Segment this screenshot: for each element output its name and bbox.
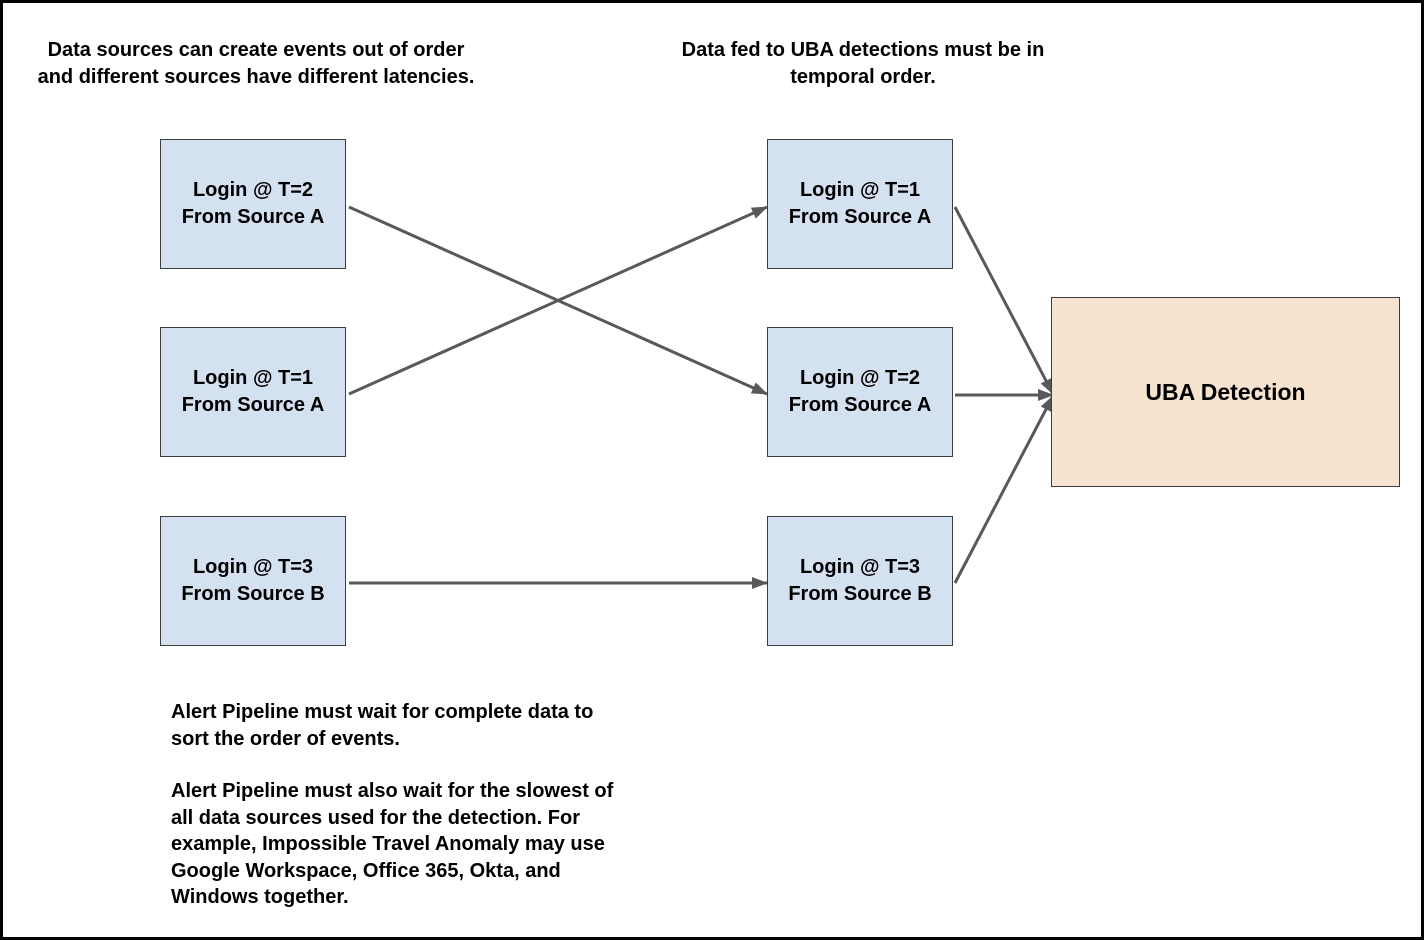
source-event-t3-b: Login @ T=3 From Source B xyxy=(160,516,346,646)
event-time-label: Login @ T=2 xyxy=(799,367,921,389)
event-source-label: From Source A xyxy=(181,394,325,416)
connector-arrows xyxy=(348,205,1055,589)
left-caption: Data sources can create events out of or… xyxy=(37,39,475,88)
event-source-label: From Source A xyxy=(181,206,325,228)
event-time-label: Login @ T=1 xyxy=(799,179,921,201)
source-event-t2-a: Login @ T=2 From Source A xyxy=(160,139,346,269)
note-complete-data: Alert Pipeline must wait for complete da… xyxy=(171,701,594,750)
source-event-t1-a: Login @ T=1 From Source A xyxy=(160,327,346,457)
event-source-label: From Source A xyxy=(788,394,932,416)
event-time-label: Login @ T=2 xyxy=(192,179,314,201)
arrow-ordered-t3-to-detection xyxy=(953,395,1055,584)
note-slowest-source: Alert Pipeline must also wait for the sl… xyxy=(171,780,614,908)
arrow-ordered-t1-to-detection xyxy=(953,206,1055,395)
arrow-t1-to-ordered-t1 xyxy=(348,205,768,396)
right-caption: Data fed to UBA detections must be in te… xyxy=(681,39,1045,88)
event-source-label: From Source B xyxy=(181,583,325,605)
event-time-label: Login @ T=3 xyxy=(799,556,921,578)
event-source-label: From Source A xyxy=(788,206,932,228)
uba-detection-label: UBA Detection xyxy=(1145,378,1306,405)
event-time-label: Login @ T=3 xyxy=(192,556,314,578)
ordered-event-t1-a: Login @ T=1 From Source A xyxy=(767,139,953,269)
event-source-label: From Source B xyxy=(788,583,932,605)
ordered-event-t3-b: Login @ T=3 From Source B xyxy=(767,516,953,646)
uba-detection-box: UBA Detection xyxy=(1051,297,1400,487)
event-time-label: Login @ T=1 xyxy=(192,367,314,389)
ordered-event-t2-a: Login @ T=2 From Source A xyxy=(767,327,953,457)
